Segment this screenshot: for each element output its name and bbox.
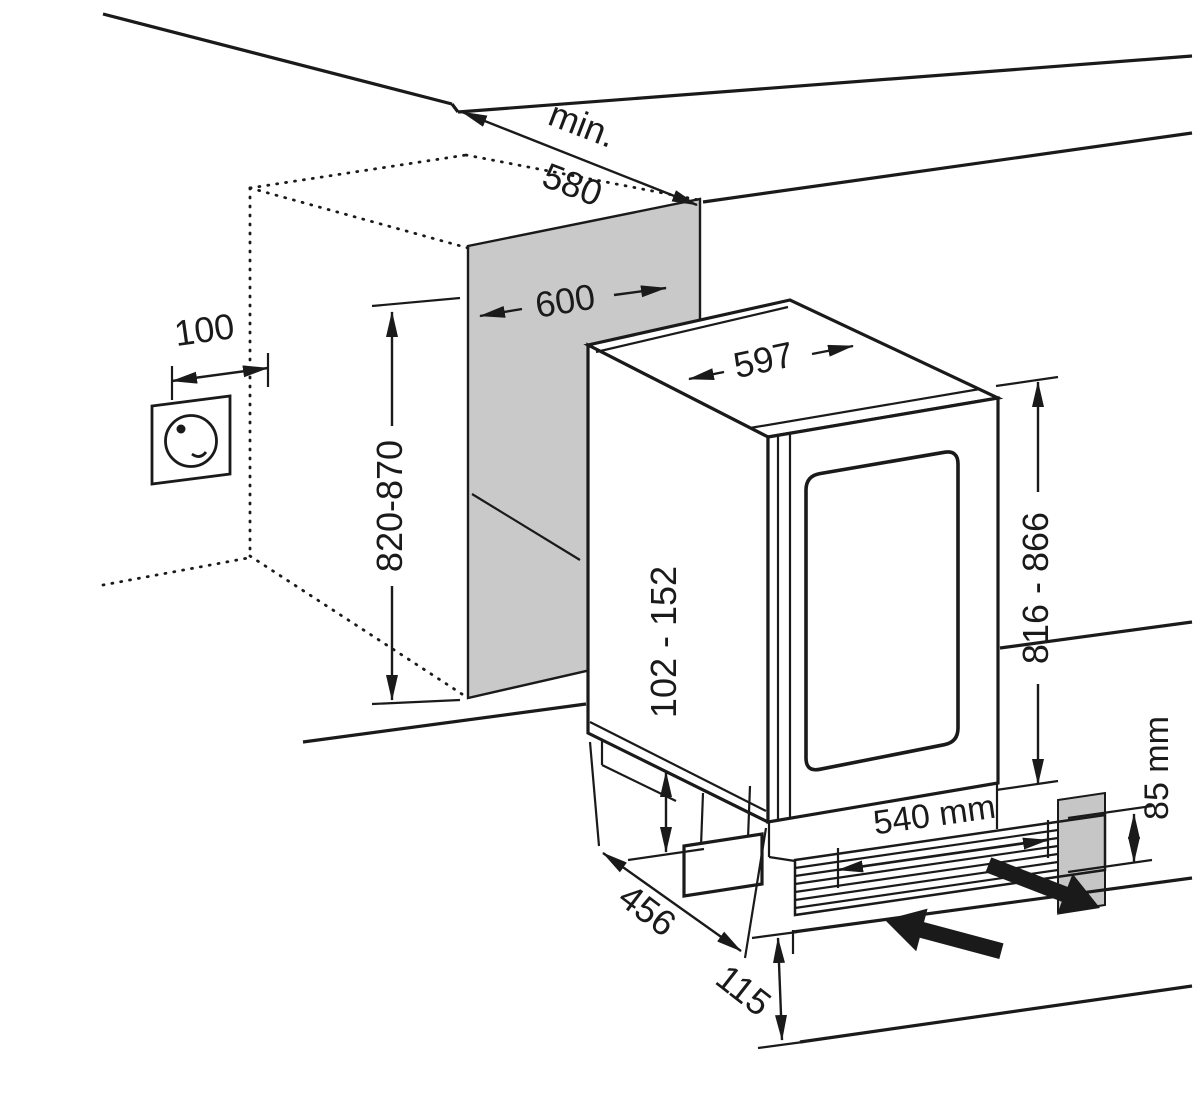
- dimension-appliance-height: 816 - 866: [995, 375, 1059, 792]
- dimension-base-height: 102 - 152: [627, 566, 705, 862]
- dimension-vent-height: 85 mm: [1067, 716, 1176, 874]
- dim-label-appliance-height: 816 - 866: [1015, 512, 1056, 664]
- dim-label-socket-offset: 100: [172, 305, 237, 354]
- dimension-socket-offset: 100: [170, 305, 270, 400]
- dim-label-vent-height: 85 mm: [1138, 716, 1176, 820]
- glass-door-frame: [804, 450, 960, 772]
- floor-lines: [302, 620, 1193, 744]
- dim-label-niche-height: 820-870: [369, 440, 410, 572]
- countertop: [102, 12, 1193, 204]
- dimension-niche-width: 600: [479, 276, 667, 326]
- dim-label-niche-width: 600: [532, 276, 598, 326]
- appliance: [583, 298, 1004, 825]
- plinth-floor-lines: [791, 876, 1193, 1044]
- dim-label-base-height: 102 - 152: [643, 566, 684, 718]
- appliance-door-face: [766, 396, 1000, 824]
- appliance-foot: [682, 832, 764, 898]
- power-socket-icon: [150, 394, 232, 486]
- airflow-in-arrow-icon: [885, 908, 1004, 959]
- dimension-niche-height: 820-870: [369, 296, 461, 706]
